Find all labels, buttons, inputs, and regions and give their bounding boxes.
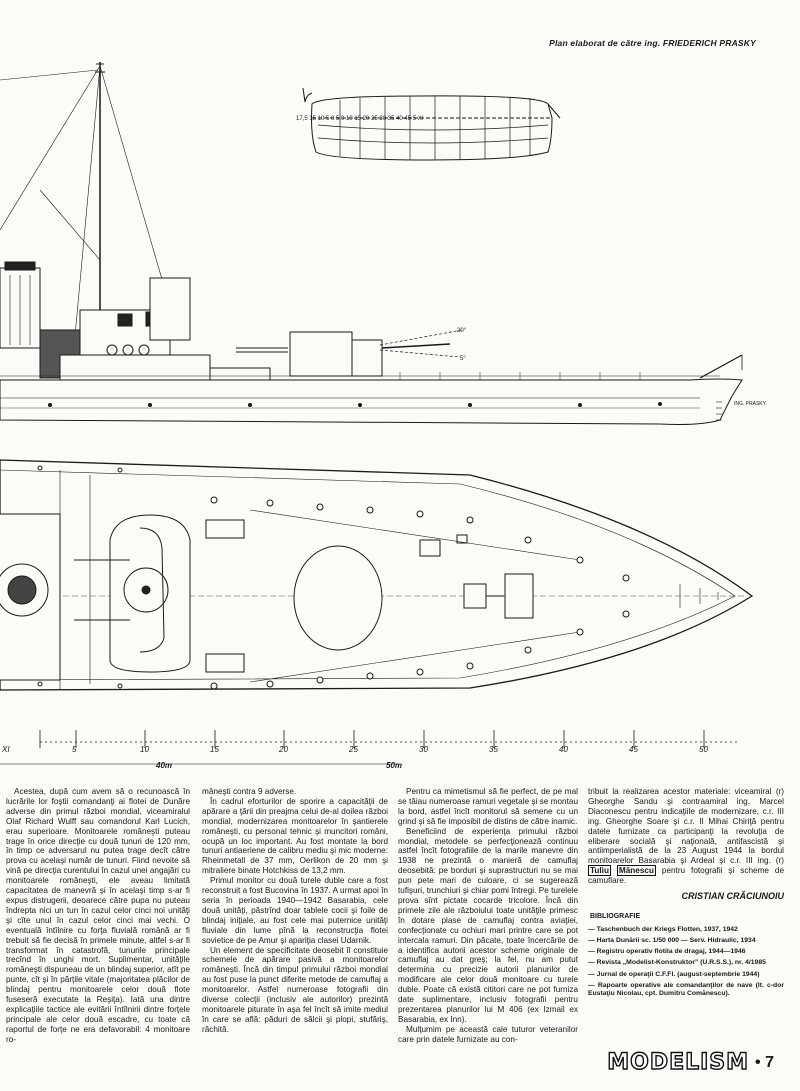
hull-section-view: 17,5 15 10 5 0 5,0 10 15 20 25 30 35 40 … <box>296 87 561 161</box>
scale-mark: 15 <box>210 745 219 754</box>
bibliography-item: — Registru operativ flotila de dragaj, 1… <box>588 948 746 956</box>
scale-mark: 20 <box>278 745 288 754</box>
boxed-name-last: Mănescu <box>616 865 656 877</box>
scale-mark: XI <box>1 745 10 754</box>
scale-mark: 40 <box>559 745 568 754</box>
bibliography-item: — Harta Dunării sc. 1/50 000 — Serv. Hid… <box>588 937 756 945</box>
article-column-1: Acestea, după cum avem să o recunoască î… <box>6 787 190 1045</box>
paragraph: Mulţumim pe această cale tuturor veteran… <box>398 1024 578 1044</box>
scale-bar <box>0 730 740 765</box>
page-number: • 7 <box>755 1053 774 1071</box>
article-column-3: Pentru ca mimetismul să fie perfect, de … <box>398 787 578 1045</box>
paragraph: Acestea, după cum avem să o recunoască î… <box>6 787 190 1044</box>
ship-profile-view: 20° 5° ING. PRASKY <box>0 62 767 425</box>
scale-mark: 45 <box>629 745 638 754</box>
bibliography-heading: BIBLIOGRAFIE <box>590 912 641 920</box>
bibliography-item: — Jurnal de operaţii C.F.Fl. (august-sep… <box>588 970 760 978</box>
ship-plan-drawing: 17,5 15 10 5 0 5,0 10 15 20 25 30 35 40 … <box>0 62 767 770</box>
scale-mark: 25 <box>348 745 358 754</box>
bibliography-item: — Rapoarte operative ale comandanţilor d… <box>588 981 784 998</box>
bibliography-list: — Taschenbuch der Kriegs Flotten, 1937, … <box>588 926 784 998</box>
drawing-credit: Plan elaborat de către ing. FRIEDERICH P… <box>549 38 756 48</box>
article-body: Acestea, după cum avem să o recunoască î… <box>6 787 790 1049</box>
acknowledgement-text: tribuit la realizarea acestor materiale:… <box>588 787 784 866</box>
paragraph: Un element de specificitate deosebit îl … <box>202 945 388 1034</box>
boxed-name-first: Tuliu <box>588 865 611 877</box>
scale-mark: 10 <box>140 745 149 754</box>
paragraph: mâneşti contra 9 adverse. <box>202 787 297 796</box>
acknowledgement-end: pentru fotografii şi scheme de camuflare… <box>588 866 784 886</box>
article-author: CRISTIAN CRĂCIUNOIU <box>681 891 785 902</box>
magazine-logo: MODELISM <box>607 1049 750 1075</box>
paragraph: Beneficiind de experienţa primului războ… <box>398 826 578 1024</box>
article-column-2: mâneşti contra 9 adverse. În cadrul efor… <box>202 787 388 1035</box>
article-column-4: tribuit la realizarea acestor materiale:… <box>588 787 784 1001</box>
paragraph: În cadrul eforturilor de sporire a capac… <box>202 796 388 876</box>
scale-label-50m: 50m <box>386 761 402 770</box>
paragraph: Pentru ca mimetismul să fie perfect, de … <box>398 787 578 826</box>
scale-mark: 35 <box>489 745 498 754</box>
scale-label-40m: 40m <box>155 761 172 770</box>
bibliography-item: — Taschenbuch der Kriegs Flotten, 1937, … <box>588 925 738 933</box>
angle-high-label: 20° <box>457 328 467 334</box>
paragraph: Primul monitor cu două turele duble care… <box>202 876 388 945</box>
paragraph: tribuit la realizarea acestor materiale:… <box>588 787 784 886</box>
scale-mark: 5 <box>72 745 77 754</box>
drawing-signature: ING. PRASKY <box>734 401 767 407</box>
ship-deck-plan-view <box>0 459 754 691</box>
angle-low-label: 5° <box>460 356 466 362</box>
page-footer: MODELISM • 7 <box>607 1049 774 1075</box>
bibliography-item: — Revista „Modelist-Konstruktor” (U.R.S.… <box>588 959 766 967</box>
section-stations: 17,5 15 10 5 0 5,0 10 15 20 25 30 35 40 … <box>296 116 424 122</box>
scale-mark: 30 <box>419 745 428 754</box>
scale-mark: 50 <box>699 745 708 754</box>
